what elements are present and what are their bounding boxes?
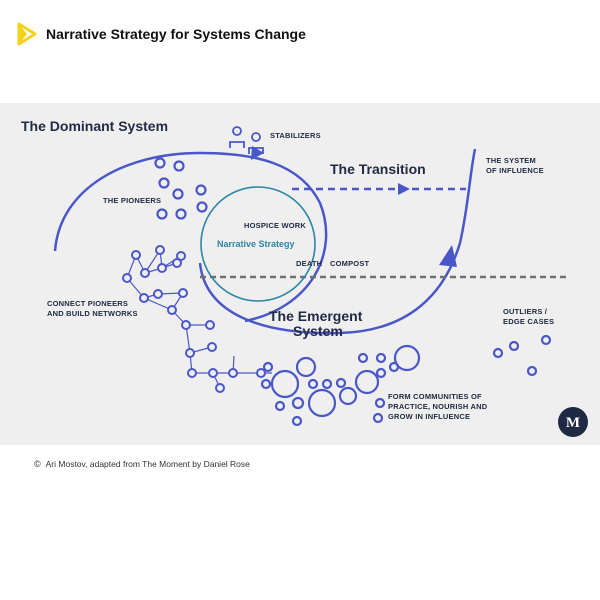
pioneer-node [195,184,207,196]
emergent-system-swoosh [198,148,477,335]
moment-badge [558,407,588,437]
header: Narrative Strategy for Systems Change [16,20,306,48]
narrative-strategy-circle [200,186,316,302]
transition-arrowhead [398,183,410,195]
emergent-swoosh-arrowhead [439,245,457,267]
community-bubble [291,396,305,410]
pioneer-network [126,249,272,389]
outlier-node [526,365,538,377]
communities-label-3: GROW IN INFLUENCE [388,412,470,421]
network-node [187,368,197,378]
community-bubble [274,400,286,412]
community-bubble [307,388,337,418]
community-bubble [357,352,369,364]
dominant-arc-arrowhead [251,146,264,160]
network-node [228,368,238,378]
outlier-node [540,334,552,346]
network-node [153,289,163,299]
pioneer-node [173,160,185,172]
network-node [167,305,177,315]
outliers-label-2: EDGE CASES [503,317,554,326]
pioneer-node [154,157,166,169]
connect-label-1: CONNECT PIONEERS [47,299,128,308]
moment-badge-letter: M [566,415,580,431]
network-node [157,263,167,273]
network-node [172,258,182,268]
community-bubble [354,369,380,395]
community-bubble [335,377,347,389]
network-node [140,268,150,278]
network-node [178,288,188,298]
emergent-system-label-1: The Emergent [269,308,363,324]
network-node [139,293,149,303]
stabilizers-people-icon [229,126,264,154]
communities-label-2: PRACTICE, NOURISH AND [388,402,488,411]
communities-label-1: FORM COMMUNITIES OF [388,392,482,401]
play-logo-icon [17,22,37,46]
credit-text: Ari Mostov, adapted from The Moment by D… [45,459,250,469]
dominant-system-label: The Dominant System [21,118,168,134]
transition-label: The Transition [330,161,426,177]
pioneer-node [156,208,168,220]
community-bubble [295,356,317,378]
community-bubble [262,361,274,373]
pioneer-node [196,201,208,213]
system-of-influence-label-2: OF INFLUENCE [486,166,544,175]
network-node [181,320,191,330]
image-credit: © Ari Mostov, adapted from The Moment by… [34,459,250,469]
community-bubble [307,378,319,390]
compost-label: COMPOST [330,259,370,268]
community-bubble [375,367,387,379]
network-node [207,342,217,352]
community-bubble [374,397,386,409]
network-node [256,368,266,378]
outliers-cluster [492,334,552,377]
pioneer-node [158,177,170,189]
pioneer-node [175,208,187,220]
network-node [155,245,165,255]
systems-diagram: M The Dominant System STABILIZERS The Tr… [21,118,588,437]
community-bubble [372,412,384,424]
narrative-strategy-label: Narrative Strategy [217,239,295,249]
community-bubble [338,386,358,406]
community-bubble [260,378,272,390]
network-node [208,368,218,378]
community-bubble [291,415,303,427]
system-of-influence-label-1: THE SYSTEM [486,156,536,165]
pioneers-cluster [154,157,208,220]
copyright-icon: © [34,459,41,469]
emergent-system-label-2: System [293,323,343,339]
network-node [215,383,225,393]
outlier-node [492,347,504,359]
community-bubble [270,369,300,399]
dominant-system-arc [53,151,328,323]
network-node [185,348,195,358]
community-bubble [393,344,421,372]
network-node [131,250,141,260]
network-nodes [122,245,266,393]
connect-label-2: AND BUILD NETWORKS [47,309,138,318]
page-title: Narrative Strategy for Systems Change [46,26,306,42]
diagram-panel: M The Dominant System STABILIZERS The Tr… [0,103,600,445]
network-node [122,273,132,283]
communities-cluster [260,344,421,427]
network-node [205,320,215,330]
community-bubble [375,352,387,364]
hospice-work-label: HOSPICE WORK [244,221,306,230]
outlier-node [508,340,520,352]
death-label: DEATH [296,259,322,268]
community-bubble [321,378,333,390]
pioneer-node [172,188,184,200]
outliers-label-1: OUTLIERS / [503,307,548,316]
pioneers-label: THE PIONEERS [103,196,161,205]
stabilizers-label: STABILIZERS [270,131,321,140]
